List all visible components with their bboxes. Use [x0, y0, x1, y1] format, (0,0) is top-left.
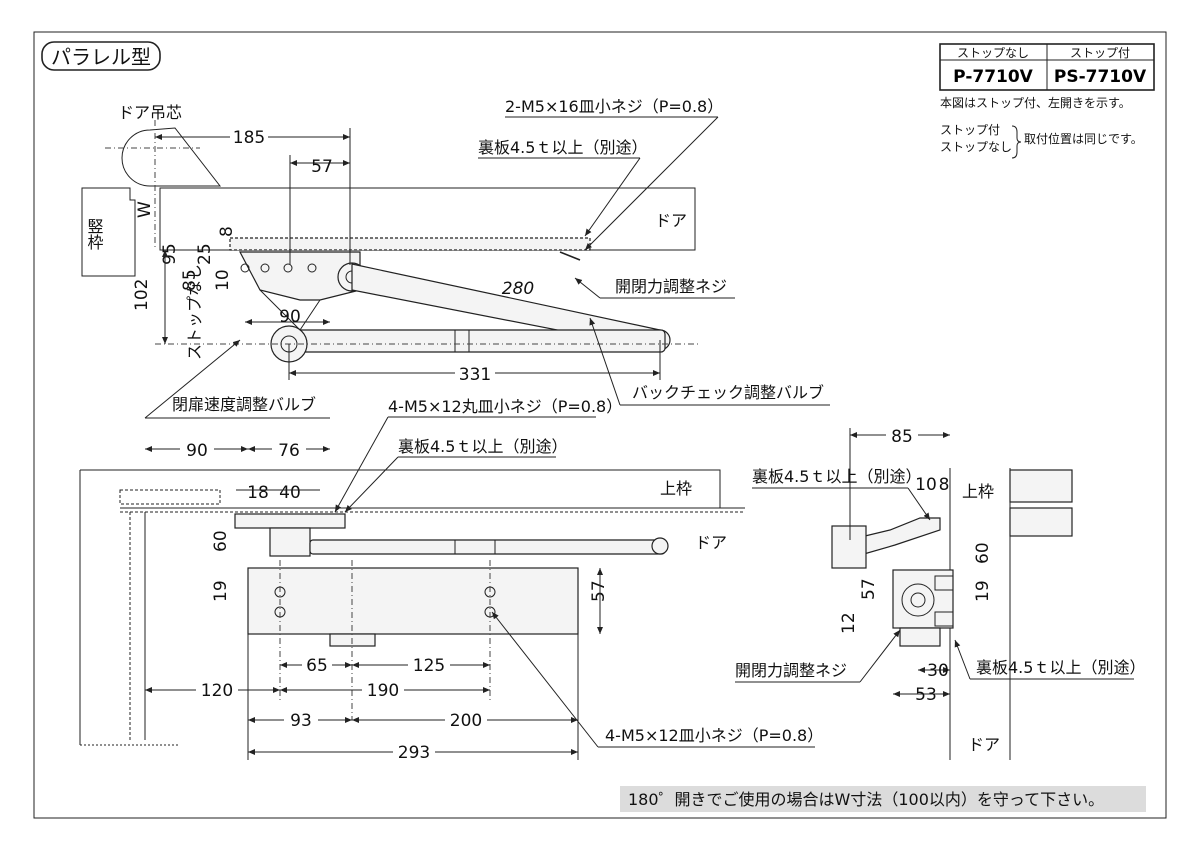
- force-adjust-label-top: 開閉力調整ネジ: [615, 277, 727, 296]
- dim-front-120: 120: [201, 681, 233, 701]
- dim-front-60: 60: [211, 530, 231, 552]
- dim-front-57: 57: [589, 580, 609, 602]
- dim-95: 95: [160, 243, 180, 265]
- model-no-stop: P-7710V: [953, 67, 1034, 87]
- backcheck-valve-label: バックチェック調整バルブ: [632, 383, 824, 402]
- dim-front-40: 40: [279, 483, 301, 503]
- screw-flat-label: 4-M5×12皿小ネジ（P=0.8）: [605, 726, 823, 745]
- no-stop-vertical-label: ストップなし: [185, 264, 204, 360]
- front-view: 上枠 ドア 90 76 18 40 60 19 57 65 125: [79, 397, 823, 763]
- dim-front-293: 293: [398, 743, 430, 763]
- figure-note: 本図はストップ付、左開きを示す。: [940, 95, 1131, 110]
- w-label: W: [135, 201, 155, 218]
- table-header-with-stop: ストップ付: [1070, 46, 1130, 60]
- door-label-side: ドア: [968, 735, 1000, 754]
- backing-plate-label-side-bottom: 裏板4.5ｔ以上（別途）: [976, 658, 1145, 677]
- jamb-label: 竪枠: [85, 218, 104, 250]
- dim-side-53: 53: [915, 685, 937, 705]
- closing-speed-valve-label: 閉扉速度調整バルブ: [172, 395, 316, 414]
- dim-10: 10: [213, 269, 233, 291]
- bottom-note: 180゜開きでご使用の場合はW寸法（100以内）を守って下さい。: [628, 790, 1104, 809]
- dim-side-10: 10: [915, 475, 937, 495]
- dim-side-85: 85: [891, 427, 913, 447]
- model-with-stop: PS-7710V: [1054, 67, 1147, 87]
- side-view: 上枠 ドア 85 10 8 60 57 12 19 30 53 裏板4.5ｔ以上…: [735, 425, 1145, 760]
- backing-plate-label-side-top: 裏板4.5ｔ以上（別途）: [752, 467, 921, 486]
- door-hinge-label: ドア吊芯: [118, 103, 182, 122]
- dim-85: 85: [180, 269, 200, 291]
- door-label: ドア: [655, 211, 687, 230]
- dim-front-19: 19: [211, 580, 231, 602]
- dim-57: 57: [311, 157, 333, 177]
- dim-front-18: 18: [247, 483, 269, 503]
- force-adjust-label-side: 開閉力調整ネジ: [735, 661, 847, 680]
- dim-front-90: 90: [186, 441, 208, 461]
- dim-side-19: 19: [973, 580, 993, 602]
- dim-280: 280: [502, 279, 534, 299]
- note-stop-with: ストップ付: [940, 123, 1000, 137]
- dim-185: 185: [233, 128, 265, 148]
- dim-side-12: 12: [839, 612, 859, 634]
- dim-side-57: 57: [859, 578, 879, 600]
- model-table: ストップなし ストップ付 P-7710V PS-7710V: [939, 43, 1155, 91]
- brace: [1011, 125, 1022, 159]
- table-header-no-stop: ストップなし: [957, 46, 1029, 60]
- title-frame: [41, 41, 161, 71]
- dim-102: 102: [132, 279, 152, 311]
- backing-plate-label-front: 裏板4.5ｔ以上（別途）: [398, 437, 567, 456]
- dim-front-200: 200: [450, 711, 482, 731]
- dim-90: 90: [279, 307, 301, 327]
- door-label-front: ドア: [695, 533, 727, 552]
- backing-plate-label-top: 裏板4.5ｔ以上（別途）: [478, 138, 647, 157]
- page-title: パラレル型: [51, 45, 151, 69]
- screw-top-label: 2-M5×16皿小ネジ（P=0.8）: [505, 97, 723, 116]
- dim-front-190: 190: [367, 681, 399, 701]
- dim-front-93: 93: [290, 711, 312, 731]
- dim-side-30: 30: [927, 661, 949, 681]
- dim-side-60: 60: [973, 542, 993, 564]
- top-frame-label-side: 上枠: [962, 482, 994, 501]
- dim-25: 25: [195, 243, 215, 265]
- screw-round-label: 4-M5×12丸皿小ネジ（P=0.8）: [388, 397, 622, 416]
- dim-front-76: 76: [278, 441, 300, 461]
- outer-border: [33, 31, 1167, 819]
- dim-331: 331: [459, 365, 491, 385]
- dim-front-65: 65: [306, 656, 328, 676]
- note-same-position: 取付位置は同じです。: [1024, 131, 1143, 146]
- dim-8: 8: [217, 226, 237, 237]
- dim-front-125: 125: [413, 656, 445, 676]
- top-view: ドア吊芯 竪枠 W ドア 185 57 8 25 95: [81, 97, 830, 419]
- dim-side-8: 8: [939, 475, 950, 495]
- bottom-note-bg: [620, 786, 1146, 812]
- note-stop-without: ストップなし: [940, 140, 1012, 154]
- top-frame-label: 上枠: [660, 479, 692, 498]
